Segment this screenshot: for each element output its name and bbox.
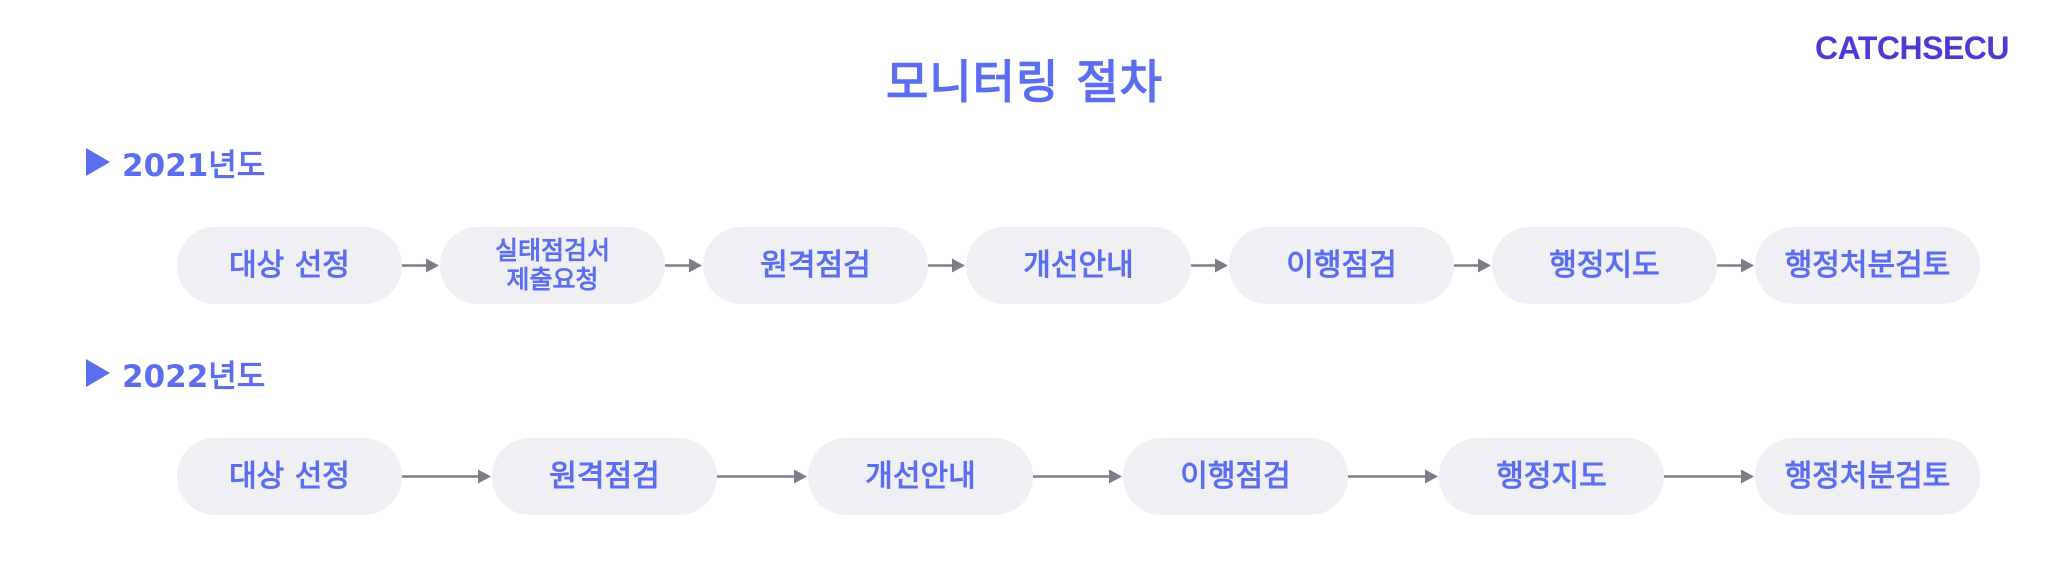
flow-step-1-2: 실태점검서 제출요청 xyxy=(440,227,665,304)
flow-arrow-1-5 xyxy=(1454,258,1491,273)
flow-step-2-1: 대상 선정 xyxy=(177,438,402,515)
flow-step-2-4: 이행점검 xyxy=(1123,438,1348,515)
flow-arrow-2-3 xyxy=(1033,469,1122,484)
flow-arrow-1-3 xyxy=(928,258,965,273)
flow-arrow-1-1 xyxy=(402,258,439,273)
brand-logo: CATCHSECU xyxy=(1815,30,2010,66)
flow-arrow-2-5 xyxy=(1664,469,1754,484)
flow-arrow-1-4 xyxy=(1191,258,1228,273)
flow-step-2-3: 개선안내 xyxy=(808,438,1033,515)
flow-arrow-2-4 xyxy=(1348,469,1438,484)
triangle-marker-icon xyxy=(86,148,110,176)
flow-arrow-1-2 xyxy=(665,258,702,273)
page-title: 모니터링 절차 xyxy=(886,55,1163,109)
flow-step-2-2: 원격점검 xyxy=(492,438,717,515)
flow-step-1-5: 이행점검 xyxy=(1229,227,1454,304)
flow-arrow-2-2 xyxy=(717,469,807,484)
triangle-marker-icon xyxy=(86,359,110,387)
flow-step-1-7: 행정처분검토 xyxy=(1755,227,1980,304)
section-2022-label: 2022년도 xyxy=(86,353,266,395)
flow-step-1-3: 원격점검 xyxy=(703,227,928,304)
flow-arrow-1-6 xyxy=(1717,258,1754,273)
flow-step-2-5: 행정지도 xyxy=(1439,438,1664,515)
flow-arrow-2-1 xyxy=(402,469,491,484)
flow-step-1-6: 행정지도 xyxy=(1492,227,1717,304)
flow-step-2-6: 행정처분검토 xyxy=(1755,438,1980,515)
flow-step-1-1: 대상 선정 xyxy=(177,227,402,304)
section-2021-label: 2021년도 xyxy=(86,142,266,184)
section-2022-year: 2022년도 xyxy=(122,358,266,395)
section-2021-year: 2021년도 xyxy=(122,147,266,184)
flow-step-1-4: 개선안내 xyxy=(966,227,1191,304)
